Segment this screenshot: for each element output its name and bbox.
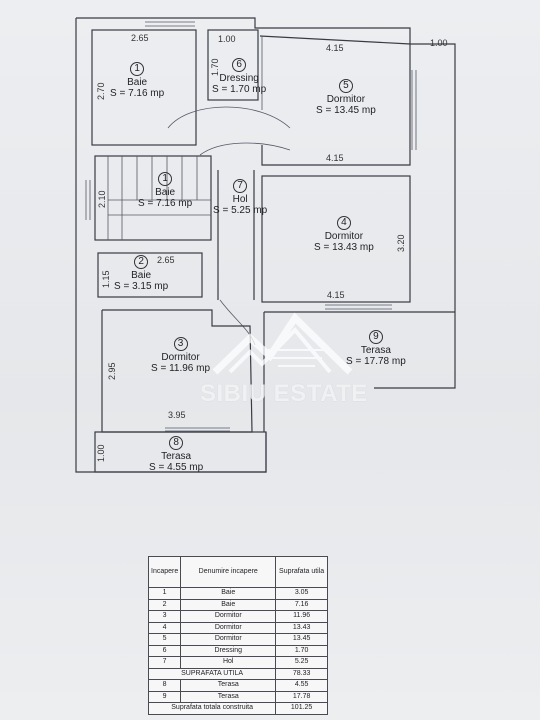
table-cell: SUPRAFATA UTILA: [147, 667, 277, 680]
watermark-brand-text: SIBIU ESTATE: [200, 380, 368, 407]
table-header: Denumire incapere: [180, 556, 277, 588]
dimension-label: 4.15: [327, 290, 345, 300]
table-cell: 8: [147, 679, 182, 692]
table-header-row: Incapere Denumire incapere Suprafata uti…: [147, 556, 328, 588]
table-row: 2 Baie 7.16: [147, 598, 328, 611]
table-cell: 11.96: [275, 610, 328, 623]
table-cell: 101.25: [275, 702, 328, 715]
table-cell: 17.78: [275, 690, 328, 703]
room-label-6-dressing: 6 Dressing S = 1.70 mp: [212, 58, 267, 95]
room-label-5-dormitor: 5 Dormitor S = 13.45 mp: [316, 79, 376, 116]
table-cell: 7.16: [275, 598, 328, 611]
room-label-8-terasa: 8 Terasa S = 4.55 mp: [149, 436, 204, 473]
room-label-1-baie: 1 Baie S = 7.16 mp: [110, 62, 165, 99]
dimension-label: 3.20: [396, 234, 406, 252]
table-cell: 13.43: [275, 621, 328, 634]
table-cell: 4.55: [275, 679, 328, 692]
table-cell: Dormitor: [180, 610, 277, 623]
dimension-label: 1.00: [430, 38, 448, 48]
table-cell: Dressing: [180, 644, 277, 657]
table-cell: Hol: [180, 656, 277, 669]
dimension-label: 2.70: [96, 82, 106, 100]
room-label-3-dormitor: 3 Dormitor S = 11.96 mp: [151, 337, 211, 374]
table-cell: 1: [147, 587, 182, 600]
dimension-label: 4.15: [326, 153, 344, 163]
table-cell: Dormitor: [180, 621, 277, 634]
table-row: 8 Terasa 4.55: [147, 679, 328, 692]
table-cell: Terasa: [180, 679, 277, 692]
table-cell: 6: [147, 644, 182, 657]
table-cell: 5.25: [275, 656, 328, 669]
dimension-label: 2.95: [107, 362, 117, 380]
dimension-label: 3.95: [168, 410, 186, 420]
watermark-house-logo: [212, 312, 353, 375]
table-cell: 2: [147, 598, 182, 611]
table-row-utila: SUPRAFATA UTILA 78.33: [147, 667, 328, 680]
table-row: 9 Terasa 17.78: [147, 690, 328, 703]
table-cell: Baie: [180, 587, 277, 600]
table-cell: 9: [147, 690, 182, 703]
table-cell: 5: [147, 633, 182, 646]
table-row: 6 Dressing 1.70: [147, 644, 328, 657]
table-cell: Suprafata totala construita: [147, 702, 277, 715]
table-row: 5 Dormitor 13.45: [147, 633, 328, 646]
table-cell: 13.45: [275, 633, 328, 646]
table-cell: 1.70: [275, 644, 328, 657]
dimension-label: 2.65: [157, 255, 175, 265]
table-header: Incapere: [147, 556, 182, 588]
table-cell: 4: [147, 621, 182, 634]
table-row: 1 Baie 3.05: [147, 587, 328, 600]
dimension-label: 1.00: [96, 444, 106, 462]
table-cell: 3.05: [275, 587, 328, 600]
table-cell: 78.33: [275, 667, 328, 680]
dimension-label: 2.10: [97, 190, 107, 208]
table-cell: 7: [147, 656, 182, 669]
table-cell: 3: [147, 610, 182, 623]
room-label-1-baie-stairs: 1 Baie S = 7.16 mp: [138, 172, 193, 209]
table-row: 4 Dormitor 13.43: [147, 621, 328, 634]
table-header: Suprafata utila: [275, 556, 328, 588]
table-row: 3 Dormitor 11.96: [147, 610, 328, 623]
table-cell: Dormitor: [180, 633, 277, 646]
dimension-label: 4.15: [326, 43, 344, 53]
dimension-label: 1.00: [218, 34, 236, 44]
table-cell: Terasa: [180, 690, 277, 703]
room-label-9-terasa: 9 Terasa S = 17.78 mp: [346, 330, 406, 367]
dimension-label: 1.70: [210, 58, 220, 76]
room-label-7-hol: 7 Hol S = 5.25 mp: [213, 179, 268, 216]
table-cell: Baie: [180, 598, 277, 611]
room-label-4-dormitor: 4 Dormitor S = 13.43 mp: [314, 216, 374, 253]
table-row-total: Suprafata totala construita 101.25: [147, 702, 328, 715]
room-label-2-baie: 2 Baie S = 3.15 mp: [114, 255, 169, 292]
area-summary-table: Incapere Denumire incapere Suprafata uti…: [147, 556, 328, 715]
dimension-label: 1.15: [101, 270, 111, 288]
table-row: 7 Hol 5.25: [147, 656, 328, 669]
dimension-label: 2.65: [131, 33, 149, 43]
